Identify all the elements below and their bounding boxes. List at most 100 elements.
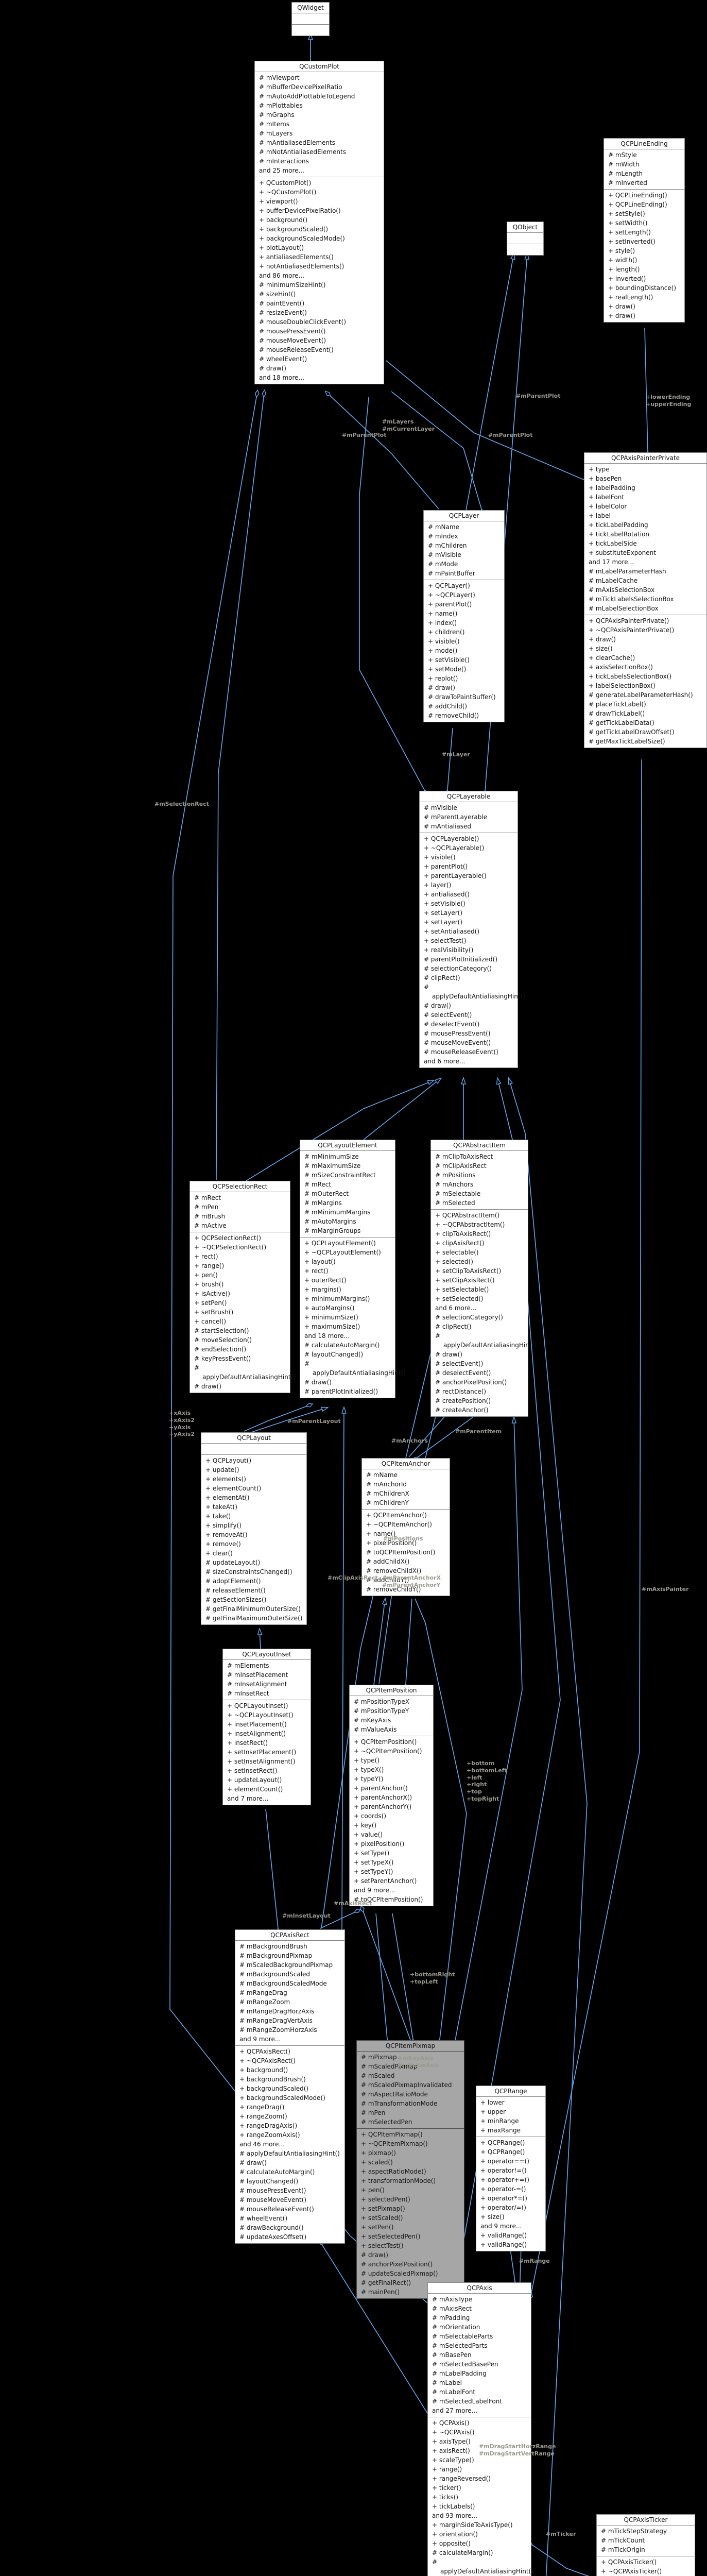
member-row: + QCPLayout() bbox=[205, 1457, 252, 1464]
qcplayer-attrs-compartment: # mName# mIndex# mChildren# mVisible# mM… bbox=[424, 521, 504, 580]
class-title-qwidget: QWidget bbox=[292, 3, 329, 13]
member-row: + maxRange bbox=[480, 2127, 521, 2134]
qcprange-methods-compartment: + QCPRange()+ QCPRange()+ operator==()+ … bbox=[476, 2137, 545, 2251]
class-box-qcplayoutinset[interactable]: QCPLayoutInset# mElements# mInsetPlaceme… bbox=[222, 1649, 311, 1805]
class-box-qcpselectionrect[interactable]: QCPSelectionRect# mRect# mPen# mBrush# m… bbox=[189, 1181, 296, 1393]
member-row: and 93 more... bbox=[432, 2512, 478, 2519]
member-row: + setSelectedPen() bbox=[361, 2233, 421, 2240]
member-row: + setSelected() bbox=[435, 1295, 484, 1302]
member-row: + rect() bbox=[194, 1253, 218, 1260]
member-row: # mLength bbox=[608, 170, 643, 177]
qcpselectionrect-methods-compartment: + QCPSelectionRect()+ ~QCPSelectionRect(… bbox=[190, 1232, 296, 1393]
member-row: + rangeReversed() bbox=[432, 2475, 491, 2482]
class-box-qcpaxispainterprivate[interactable]: QCPAxisPainterPrivate+ type+ basePen+ la… bbox=[584, 452, 707, 748]
member-row: # clipRect() bbox=[424, 974, 460, 981]
member-row: + ~QCPAxis() bbox=[432, 2429, 475, 2436]
class-title-qcplayoutelement: QCPLayoutElement bbox=[300, 1140, 395, 1151]
member-row: + simplify() bbox=[205, 1522, 242, 1529]
class-box-qcpitemposition[interactable]: QCPItemPosition# mPositionTypeX# mPositi… bbox=[349, 1685, 434, 1906]
member-row: # mChildrenX bbox=[366, 1490, 409, 1497]
edge-label: #mAnchors bbox=[391, 1437, 428, 1444]
member-row: # keyPressEvent() bbox=[194, 1355, 251, 1362]
aggregation-edge bbox=[415, 1598, 467, 2047]
member-row: + setInsetAlignment() bbox=[227, 1758, 296, 1765]
class-box-qcplayoutelement[interactable]: QCPLayoutElement# mMinimumSize# mMaximum… bbox=[300, 1140, 406, 1398]
member-row: + QCPAxisRect() bbox=[239, 2048, 290, 2055]
member-row: # mSelectedPen bbox=[361, 2119, 412, 2126]
member-row: + clipAxisRect() bbox=[435, 1240, 485, 1247]
member-row: + ticker() bbox=[432, 2484, 461, 2492]
member-row: + parentPlot() bbox=[424, 863, 468, 870]
member-row: # mSizeConstraintRect bbox=[304, 1172, 376, 1179]
aggregation-edge bbox=[391, 391, 485, 517]
member-row: + visible() bbox=[424, 854, 456, 861]
member-row: + parentLayerable() bbox=[424, 872, 487, 879]
member-row: + selectTest() bbox=[424, 937, 467, 944]
class-title-qcpitempixmap: QCPItemPixmap bbox=[357, 2041, 464, 2052]
member-row: # getFinalMinimumOuterSize() bbox=[205, 1605, 301, 1613]
class-box-qcpitemanchor[interactable]: QCPItemAnchor# mName# mAnchorId# mChildr… bbox=[361, 1458, 450, 1596]
member-row: + inverted() bbox=[608, 275, 646, 282]
member-row: # drawToPaintBuffer() bbox=[428, 693, 496, 701]
member-row: + replot() bbox=[428, 675, 458, 682]
class-box-qobject[interactable]: QObject bbox=[507, 222, 544, 256]
aggregation-edge bbox=[320, 1909, 362, 1929]
member-row: + QCPAxisTicker() bbox=[601, 2558, 657, 2566]
class-box-qcplayer[interactable]: QCPLayer# mName# mIndex# mChildren# mVis… bbox=[423, 510, 505, 722]
member-row: + take() bbox=[205, 1513, 231, 1520]
class-box-qcpaxis[interactable]: QCPAxis# mAxisType# mAxisRect# mPadding#… bbox=[427, 2282, 533, 2576]
member-row: # mRangeZoom bbox=[239, 1998, 290, 2006]
member-row: and 9 more... bbox=[480, 2223, 522, 2230]
class-box-qcplayout[interactable]: QCPLayout+ QCPLayout()+ update()+ elemen… bbox=[201, 1432, 307, 1625]
member-row: # layoutChanged() bbox=[239, 2178, 299, 2185]
member-row: # createPosition() bbox=[435, 1397, 491, 1404]
class-box-qwidget[interactable]: QWidget bbox=[291, 2, 330, 36]
member-row: # mBackgroundScaled bbox=[239, 1971, 311, 1978]
member-row: + setTypeY() bbox=[354, 1868, 393, 1875]
member-row: # applyDefaultAntialiasingHint() bbox=[432, 2558, 533, 2575]
member-row: + pixmap() bbox=[361, 2149, 396, 2157]
member-row: + marginSideToAxisType() bbox=[432, 2521, 513, 2529]
member-row: # mScaledBackgroundPixmap bbox=[239, 1961, 333, 1969]
member-row: + backgroundBrush() bbox=[239, 2076, 306, 2083]
member-row: + length() bbox=[608, 266, 640, 273]
edge-label: #mTicker bbox=[546, 2531, 576, 2537]
class-box-qcpaxisrect[interactable]: QCPAxisRect# mBackgroundBrush# mBackgrou… bbox=[235, 1929, 345, 2244]
class-box-qcplineending[interactable]: QCPLineEnding# mStyle# mWidth# mLength# … bbox=[603, 138, 685, 323]
member-row: + setParentAnchor() bbox=[354, 1877, 417, 1885]
member-row: # layoutChanged() bbox=[304, 1351, 364, 1358]
member-row: # calculateMargin() bbox=[432, 2549, 493, 2556]
member-row: + axisType() bbox=[432, 2438, 471, 2445]
class-box-qcprange[interactable]: QCPRange+ lower+ upper+ minRange+ maxRan… bbox=[476, 2086, 546, 2251]
qcplayerable-methods-compartment: + QCPLayerable()+ ~QCPLayerable()+ visib… bbox=[420, 833, 525, 1067]
class-box-qcpaxisticker[interactable]: QCPAxisTicker# mTickStepStrategy# mTickC… bbox=[596, 2514, 695, 2576]
member-row: # mBrush bbox=[194, 1213, 226, 1220]
member-row: # drawTickLabel() bbox=[589, 710, 645, 717]
member-row: + bufferDevicePixelRatio() bbox=[259, 207, 341, 214]
member-row: + scaled() bbox=[361, 2159, 393, 2166]
class-box-qcplayerable[interactable]: QCPLayerable# mVisible# mParentLayerable… bbox=[419, 791, 525, 1068]
member-row: # applyDefaultAntialiasingHint() bbox=[304, 1360, 406, 1377]
member-row: # mouseReleaseEvent() bbox=[424, 1048, 498, 1056]
member-row: + boundingDistance() bbox=[608, 284, 677, 292]
member-row: + rangeZoom() bbox=[239, 2113, 287, 2120]
class-box-qcustomplot[interactable]: QCustomPlot# mViewport# mBufferDevicePix… bbox=[254, 61, 384, 384]
inheritance-edge bbox=[509, 1078, 588, 2576]
member-row: # mSelected bbox=[435, 1199, 475, 1207]
member-row: + ~QCPAxisPainterPrivate() bbox=[589, 626, 675, 634]
member-row: + setVisible() bbox=[424, 900, 465, 907]
member-row: # mPadding bbox=[432, 2314, 470, 2321]
member-row: + aspectRatioMode() bbox=[361, 2168, 426, 2175]
member-row: + minRange bbox=[480, 2117, 519, 2125]
member-row: + layer() bbox=[424, 882, 452, 889]
member-row: # mChildren bbox=[428, 542, 467, 549]
edge-label: #mLayers #mCurrentLayer bbox=[382, 418, 435, 432]
member-row: + QCPAxis() bbox=[432, 2419, 470, 2427]
member-row: # mAnchors bbox=[435, 1181, 474, 1188]
member-row: + name() bbox=[428, 610, 458, 617]
class-box-qcpabstractitem[interactable]: QCPAbstractItem# mClipToAxisRect# mClipA… bbox=[430, 1140, 537, 1417]
qcpaxis-methods-compartment: + QCPAxis()+ ~QCPAxis()+ axisType()+ axi… bbox=[428, 2417, 533, 2576]
class-box-qcpitempixmap[interactable]: QCPItemPixmap# mPixmap# mScaledPixmap# m… bbox=[356, 2040, 464, 2299]
aggregation-edge bbox=[392, 1913, 416, 2047]
member-row: # mRangeZoomHorzAxis bbox=[239, 2026, 317, 2033]
